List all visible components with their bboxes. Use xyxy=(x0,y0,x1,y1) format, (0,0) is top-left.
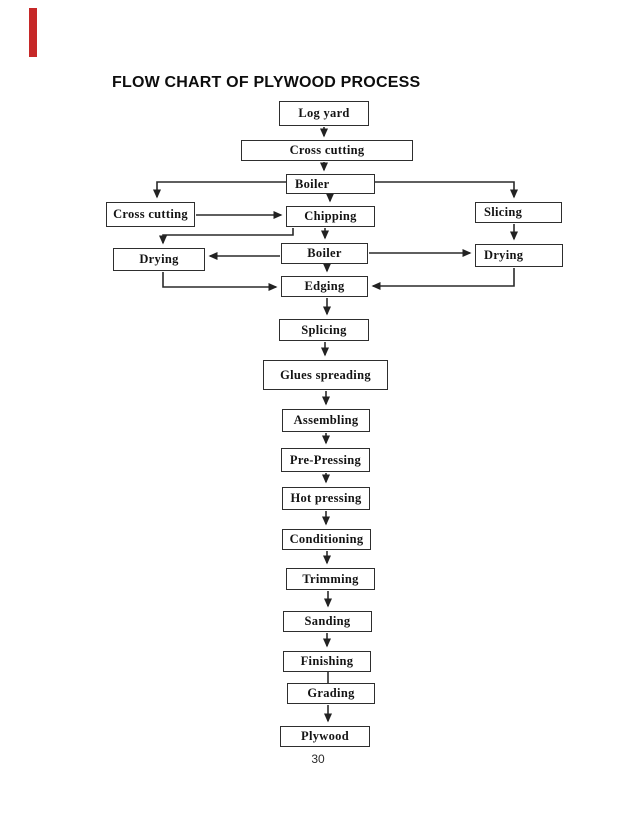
page-title: FLOW CHART OF PLYWOOD PROCESS xyxy=(112,74,421,91)
node-cross-cutting-top: Cross cutting xyxy=(241,140,413,161)
node-chipping: Chipping xyxy=(286,206,375,227)
node-finishing: Finishing xyxy=(283,651,371,672)
arrow-drying-right-edging xyxy=(371,268,515,290)
node-plywood: Plywood xyxy=(280,726,370,747)
node-grading: Grading xyxy=(287,683,375,704)
node-drying-right: Drying xyxy=(475,244,563,267)
page-number: 30 xyxy=(311,752,325,766)
node-edging: Edging xyxy=(281,276,368,297)
node-trimming: Trimming xyxy=(286,568,375,590)
node-log-yard: Log yard xyxy=(279,101,369,126)
arrow-chipping-drying-left xyxy=(159,228,294,245)
node-splicing: Splicing xyxy=(279,319,369,341)
node-drying-left: Drying xyxy=(113,248,205,271)
node-boiler-mid: Boiler xyxy=(281,243,368,264)
node-slicing: Slicing xyxy=(475,202,562,223)
node-conditioning: Conditioning xyxy=(282,529,371,550)
red-marker xyxy=(29,8,37,57)
arrow-boiler-slicing xyxy=(375,181,518,199)
arrow-drying-left-edging xyxy=(162,272,278,291)
arrow-boiler-crosscutting-left xyxy=(153,181,286,199)
node-sanding: Sanding xyxy=(283,611,372,632)
node-assembling: Assembling xyxy=(282,409,370,432)
node-cross-cutting-left: Cross cutting xyxy=(106,202,195,227)
node-glues-spreading: Glues spreading xyxy=(263,360,388,390)
node-pre-pressing: Pre-Pressing xyxy=(281,448,370,472)
node-hot-pressing: Hot pressing xyxy=(282,487,370,510)
node-boiler-top: Boiler xyxy=(286,174,375,194)
